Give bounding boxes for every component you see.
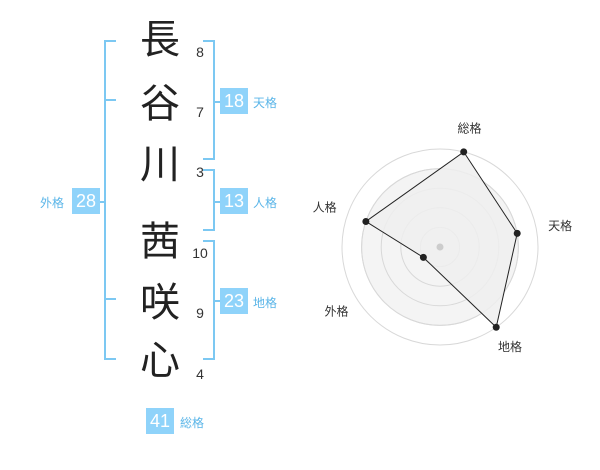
radar-axis-label-5: 人格 bbox=[313, 199, 337, 214]
chikaku-label: 地格 bbox=[253, 296, 278, 310]
soukaku-badge: 41 bbox=[146, 408, 174, 434]
stroke-count-2: 7 bbox=[196, 104, 204, 120]
radar-ring-5 bbox=[341, 148, 539, 346]
radar-point-1 bbox=[460, 148, 468, 156]
radar-polygon bbox=[364, 151, 518, 329]
radar-axis-label-2: 天格 bbox=[548, 218, 572, 233]
name-char-1: 長 bbox=[140, 17, 180, 63]
gaikaku-badge: 28 bbox=[72, 188, 100, 214]
name-char-2: 谷 bbox=[140, 81, 180, 127]
radar-axis-label-1: 総格 bbox=[458, 121, 482, 136]
gaikaku-label: 外格 bbox=[40, 196, 65, 210]
stroke-count-1: 8 bbox=[196, 44, 204, 60]
radar-dots bbox=[362, 148, 521, 331]
radar-point-5 bbox=[362, 217, 370, 225]
name-char-6: 心 bbox=[140, 338, 180, 384]
stroke-count-6: 4 bbox=[196, 366, 204, 382]
jinkaku-label: 人格 bbox=[253, 196, 278, 210]
radar-axis-label-4: 外格 bbox=[325, 304, 349, 319]
name-char-3: 川 bbox=[140, 142, 180, 188]
radar-center-dot bbox=[436, 243, 444, 251]
stroke-count-5: 9 bbox=[196, 305, 204, 321]
soukaku-label: 総格 bbox=[180, 416, 205, 430]
jinkaku-badge: 13 bbox=[220, 188, 248, 214]
radar-point-3 bbox=[492, 323, 500, 331]
tenkaku-badge: 18 bbox=[220, 88, 248, 114]
radar-axis-label-3: 地格 bbox=[498, 339, 522, 354]
stroke-count-3: 3 bbox=[196, 164, 204, 180]
tenkaku-label: 天格 bbox=[253, 96, 278, 110]
radar-point-4 bbox=[419, 253, 427, 261]
stroke-count-4: 10 bbox=[192, 245, 208, 261]
radar-point-2 bbox=[513, 229, 521, 237]
name-char-4: 茜 bbox=[140, 219, 180, 265]
name-char-5: 咲 bbox=[140, 280, 180, 326]
chikaku-badge: 23 bbox=[220, 288, 248, 314]
